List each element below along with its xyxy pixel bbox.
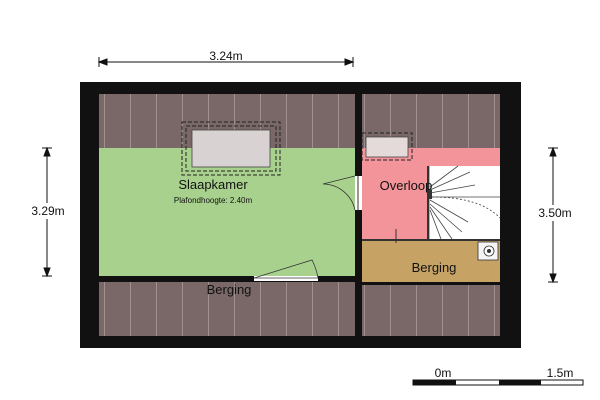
bedroom-ceiling-height: Plafondhoogte: 2.40m (174, 196, 253, 205)
bedroom-name: Slaapkamer (178, 177, 248, 192)
top-dimension-label: 3.24m (209, 49, 242, 63)
stairwell (430, 166, 500, 239)
water-heater-fixture (477, 241, 499, 261)
top-dimension-line (97, 57, 355, 67)
landing-roof-window (361, 132, 413, 161)
interior-wall-bedroom-bottom (99, 276, 355, 281)
bedroom-floor (99, 148, 355, 276)
roof-slope-bottom-left (99, 282, 355, 336)
left-dimension-label: 3.29m (31, 204, 64, 218)
right-dimension-label: 3.50m (538, 206, 571, 220)
bedroom-door-swing (322, 175, 356, 211)
bedroom-roof-window (181, 121, 281, 176)
storage-door-opening (254, 276, 318, 281)
roof-slope-bottom-right (362, 285, 500, 336)
storage-door-swing (253, 259, 319, 279)
interior-wall-storage-bottom (362, 282, 500, 285)
stair-handrail (428, 190, 432, 199)
stairs-lines (429, 165, 501, 240)
storage-right-name: Berging (412, 260, 457, 275)
storage-right-floor (362, 241, 500, 282)
scale-bar-end: 1.5m (547, 366, 574, 380)
scale-bar-start: 0m (435, 366, 452, 380)
storage-bottom-name: Berging (207, 282, 252, 297)
scale-bar (412, 379, 584, 386)
landing-name: Overloop (380, 178, 433, 193)
interior-wall-vertical (355, 94, 362, 336)
